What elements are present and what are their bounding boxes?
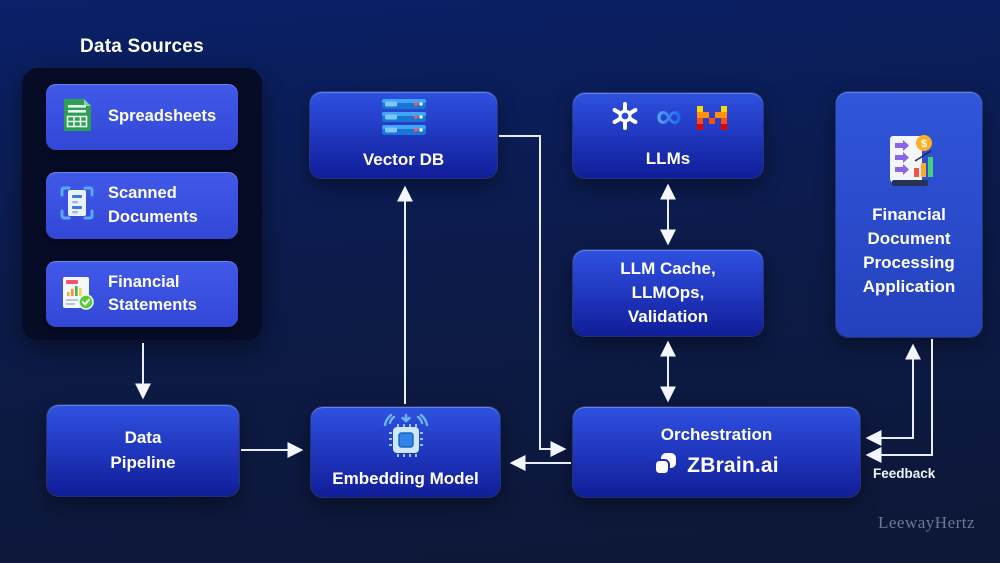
meta-logo: ∞ [656,95,682,137]
feedback-label: Feedback [873,466,936,481]
source-card-scanned-documents[interactable]: Scanned Documents [46,172,238,239]
openai-logo [609,100,641,137]
node-llm-cache[interactable]: LLM Cache, LLMOps, Validation [573,250,763,336]
financial-app-icon: $ [878,130,940,197]
node-llms[interactable]: ∞ LLMs [573,93,763,178]
page-title: Data Sources [80,36,204,57]
node-embedding-model[interactable]: Embedding Model [311,407,500,497]
chip-icon [378,413,434,464]
node-orchestration[interactable]: Orchestration ZBrain.ai [573,407,860,497]
node-financial-application[interactable]: $ Financial Document Processing Applicat… [836,92,982,337]
scanned-document-icon [58,184,96,227]
node-label: LLM Cache, LLMOps, Validation [620,258,716,327]
financial-statement-icon [58,273,96,316]
node-label: Orchestration [660,425,773,445]
node-vector-db[interactable]: Vector DB [310,92,497,178]
node-label: Financial Document Processing Applicatio… [862,205,956,297]
arrow-orchestration-app-bidirectional [865,343,921,446]
zbrain-logo [654,452,678,481]
svg-text:$: $ [921,138,927,150]
watermark: LeewayHertz [878,513,976,532]
spreadsheet-icon [58,96,96,139]
server-stack-icon [378,97,430,142]
node-label: LLMs [645,148,691,168]
source-card-financial-statements[interactable]: Financial Statements [46,261,238,327]
zbrain-brand-text: ZBrain.ai [687,454,779,478]
source-card-label: Spreadsheets [108,107,217,126]
llm-provider-logos: ∞ [609,95,727,137]
arrow-app-feedback-to-orchestration [865,339,933,463]
source-card-label: Scanned Documents [108,184,198,226]
node-label: Embedding Model [332,468,479,488]
node-label: Vector DB [362,150,445,170]
source-card-label: Financial Statements [108,272,197,314]
arrow-vectordb-to-orchestration [499,135,567,457]
node-data-pipeline[interactable]: Data Pipeline [47,405,239,496]
mistral-logo [696,106,727,131]
source-card-spreadsheets[interactable]: Spreadsheets [46,84,238,150]
node-label: Data Pipeline [110,428,176,472]
